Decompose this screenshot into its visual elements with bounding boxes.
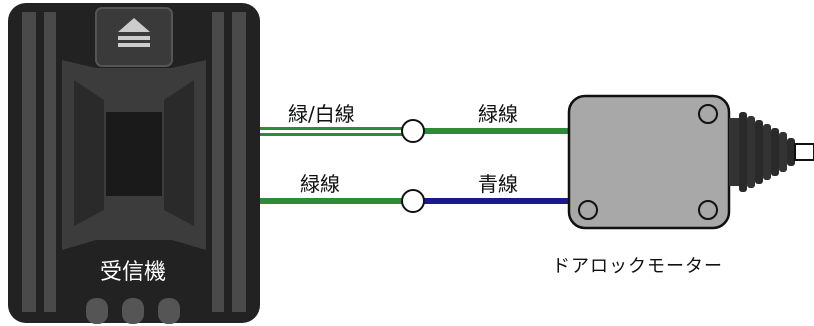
receiver-label: 受信機 bbox=[100, 260, 167, 285]
wire-green-blue bbox=[260, 189, 570, 213]
wire-green-white bbox=[260, 119, 570, 143]
wire1-right-label: 緑線 bbox=[478, 102, 518, 126]
wire2-right-label: 青線 bbox=[478, 172, 518, 196]
wire2-left-label: 緑線 bbox=[300, 172, 340, 196]
motor-label: ドアロックモーター bbox=[552, 256, 723, 277]
wire1-left-label: 緑/白線 bbox=[288, 102, 355, 126]
receiver-unit bbox=[8, 3, 260, 324]
door-lock-motor bbox=[567, 94, 814, 230]
connector-1 bbox=[401, 119, 425, 143]
connector-2 bbox=[401, 189, 425, 213]
